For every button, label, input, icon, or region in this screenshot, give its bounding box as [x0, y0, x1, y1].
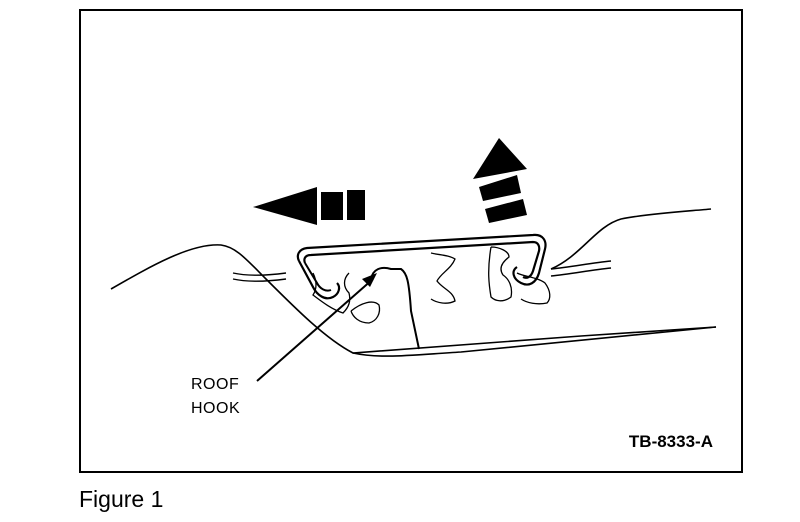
callout-label-hook: HOOK — [191, 400, 241, 417]
roof-panel-upper-edge — [550, 208, 712, 270]
retaining-clip-outer — [296, 233, 547, 286]
clip-left-leg-inner — [304, 262, 332, 292]
roof-panel-outline — [110, 244, 717, 354]
hook-detail-right-2 — [516, 272, 551, 305]
figure-frame: ROOF HOOK TB-8333-A — [79, 9, 743, 473]
callout-arrowhead — [362, 273, 377, 287]
hook-detail-right — [488, 246, 513, 302]
hook-detail-left — [312, 272, 351, 314]
clip-left-leg — [298, 260, 341, 300]
up-arrow-dash-2 — [485, 199, 527, 223]
retaining-clip-inner — [303, 240, 541, 279]
roof-hook-diagram — [110, 138, 717, 382]
left-arrow-dash-2 — [347, 190, 365, 220]
trim-strip — [232, 260, 612, 282]
callout-label-roof: ROOF — [191, 376, 240, 393]
left-arrow-dash-1 — [321, 192, 343, 220]
hook-detail-mid — [430, 252, 456, 304]
roof-panel-lower-edge — [352, 326, 717, 357]
figure-caption: Figure 1 — [79, 486, 164, 512]
up-arrow-dash-1 — [479, 175, 521, 201]
roof-hook-body — [370, 266, 420, 350]
callout-leader-line — [256, 278, 374, 382]
hook-detail-lower — [350, 301, 381, 324]
up-arrow-head — [473, 138, 527, 179]
left-arrow-head — [253, 187, 317, 225]
drawing-number: TB-8333-A — [628, 432, 713, 451]
